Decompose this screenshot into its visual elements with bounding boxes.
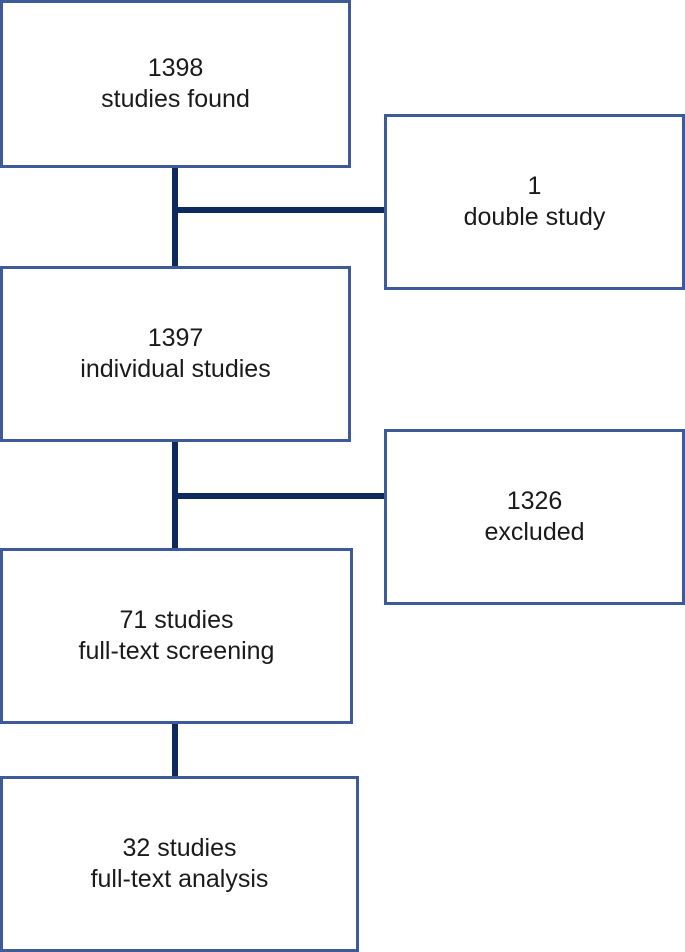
box-full-text-analysis-count: 32 studies xyxy=(122,834,237,862)
box-full-text-screening-count: 71 studies xyxy=(119,606,234,634)
connector-found-to-individual xyxy=(172,166,178,270)
box-double-study: 1 double study xyxy=(384,114,685,290)
connector-screening-to-analysis xyxy=(172,722,178,778)
box-studies-found-count: 1398 xyxy=(147,54,204,82)
box-excluded-count: 1326 xyxy=(506,487,563,515)
box-studies-found: 1398 studies found xyxy=(0,0,351,168)
box-excluded-label: excluded xyxy=(484,518,585,546)
box-individual-studies: 1397 individual studies xyxy=(0,266,351,442)
box-individual-studies-count: 1397 xyxy=(147,324,204,352)
box-double-study-count: 1 xyxy=(527,172,542,200)
connector-to-double-study xyxy=(172,207,386,213)
box-full-text-screening: 71 studies full-text screening xyxy=(0,548,353,724)
box-excluded: 1326 excluded xyxy=(384,429,685,605)
box-full-text-analysis-label: full-text analysis xyxy=(90,865,269,893)
box-studies-found-label: studies found xyxy=(101,85,250,113)
box-full-text-analysis: 32 studies full-text analysis xyxy=(0,776,359,952)
connector-to-excluded xyxy=(172,493,386,499)
box-double-study-label: double study xyxy=(463,203,606,231)
box-full-text-screening-label: full-text screening xyxy=(78,637,275,665)
box-individual-studies-label: individual studies xyxy=(80,355,271,383)
